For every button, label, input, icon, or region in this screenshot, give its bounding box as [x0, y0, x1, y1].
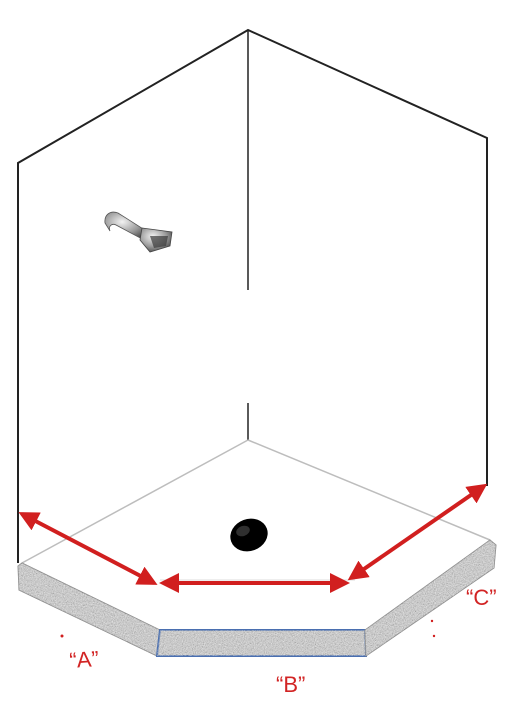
granite-curb: [17, 539, 497, 657]
arrow-a: [18, 512, 158, 585]
floor-back-left-edge: [21, 439, 249, 564]
drain-icon: [230, 518, 268, 552]
walls: [17, 28, 488, 563]
label-specks: [60, 619, 436, 638]
arrow-c: [347, 483, 488, 581]
shower-floor: [21, 439, 491, 581]
shower-head-icon: [104, 211, 173, 253]
dimension-arrows: [18, 483, 488, 593]
floor-back-right-edge: [247, 439, 491, 541]
dimension-label-a: “A”: [69, 646, 100, 673]
dimension-label-b: “B”: [276, 672, 305, 697]
left-wall-outline: [17, 28, 488, 563]
dimension-label-c: “C”: [466, 585, 497, 610]
